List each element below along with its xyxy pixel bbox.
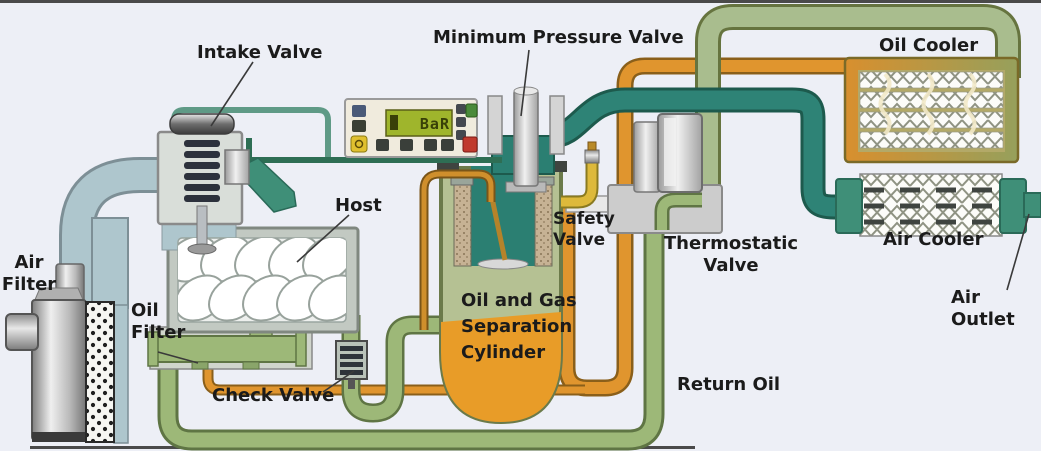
panel-button-green [465, 103, 478, 118]
return-oil-pipe [157, 228, 665, 451]
host [161, 209, 360, 334]
air-cooler [835, 173, 1041, 237]
oil-cooler-feed-pipe [558, 57, 850, 397]
air-outlet-stub [1023, 192, 1041, 218]
oil-line-thin [202, 330, 585, 396]
intake-valve [156, 113, 297, 255]
screw-rotors [178, 238, 346, 322]
lcd-display-text: BaR [419, 114, 450, 133]
filter-media-right [534, 183, 553, 267]
panel-button-red [462, 136, 478, 153]
air-delivery-pipe [549, 87, 847, 220]
top-sage-pipe [695, 4, 1021, 195]
scavenge-tube [489, 197, 508, 261]
top-border-line [0, 0, 1041, 3]
filter-media-left [453, 183, 472, 267]
thermostatic-valve [607, 113, 723, 234]
oil-cooler [843, 56, 1020, 164]
valve-cap [169, 113, 235, 135]
leader-lines [157, 49, 1030, 393]
separation-cylinder [437, 161, 567, 425]
oil-filter [85, 301, 115, 443]
panel-button-1 [376, 139, 389, 151]
scavenge-return-pipe [419, 169, 496, 330]
panel-button-yellow [350, 135, 368, 153]
panel-button-4 [441, 139, 454, 151]
panel-icon-top [352, 105, 366, 117]
panel-button-2 [400, 139, 413, 151]
minimum-pressure-valve [487, 86, 565, 193]
oil-level [441, 312, 561, 422]
intake-duct [59, 157, 170, 444]
control-panel [344, 98, 478, 158]
safety-valve [561, 141, 613, 213]
air-inlet-stub [5, 313, 39, 351]
air-filter [5, 263, 87, 442]
panel-icon-mid [352, 120, 366, 132]
panel-button-3 [424, 139, 437, 151]
